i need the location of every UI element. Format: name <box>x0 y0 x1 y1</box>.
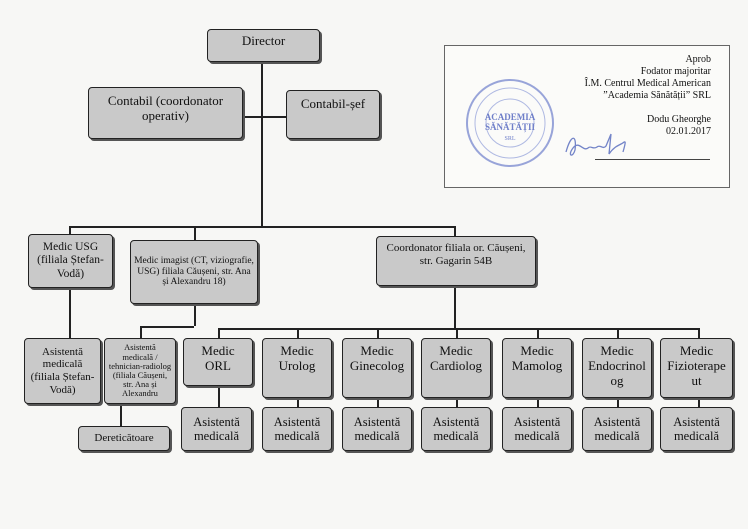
medic-orl-label: Medic ORL <box>201 343 235 373</box>
approval-line-date: 02.01.2017 <box>666 126 711 137</box>
asistenta-urolog-label: Asistentă medicală <box>273 414 321 443</box>
asistenta-mamolog-box: Asistentă medicală <box>502 407 572 451</box>
seal-text-sanatatii: SĂNĂTĂȚII <box>485 122 536 133</box>
asistenta-cardiolog-label: Asistentă medicală <box>432 414 480 443</box>
medic-cardiolog-label: Medic Cardiolog <box>430 343 482 373</box>
connector-orl-asist <box>218 386 220 407</box>
connector-doctors-horizontal <box>218 328 698 330</box>
contabil-coordonator-box: Contabil (coordonator operativ) <box>88 87 243 139</box>
approval-line-fondator: Fodator majoritar <box>640 66 711 77</box>
asistenta-stefan-voda-label: Asistentă medicală (filiala Ștefan-Vodă) <box>30 345 95 396</box>
medic-urolog-box: Medic Urolog <box>262 338 332 398</box>
connector-doc-urolog <box>297 328 299 338</box>
connector-usg-asist <box>69 288 71 338</box>
asistenta-orl-label: Asistentă medicală <box>193 414 240 443</box>
asistenta-radiolog-label: Asistentă medicală / tehnician-radiolog … <box>108 342 172 399</box>
connector-ginecolog-asist <box>377 398 379 407</box>
connector-director-contabil <box>242 116 286 118</box>
medic-usg-label: Medic USG (filiala Ștefan-Vodă) <box>37 241 104 280</box>
connector-doc-orl <box>218 328 220 338</box>
medic-endocrinolog-box: Medic Endocrinol og <box>582 338 652 398</box>
medic-mamolog-box: Medic Mamolog <box>502 338 572 398</box>
asistenta-orl-box: Asistentă medicală <box>181 407 252 451</box>
medic-endocrinolog-label: Medic Endocrinol og <box>588 343 646 388</box>
asistenta-radiolog-box: Asistentă medicală / tehnician-radiolog … <box>104 338 176 404</box>
approval-line-name: Dodu Gheorghe <box>647 114 711 125</box>
asistenta-ginecolog-box: Asistentă medicală <box>342 407 412 451</box>
signature-line <box>595 159 710 160</box>
seal-text-academia: ACADEMIA <box>485 112 536 122</box>
dereticatoare-box: Dereticătoare <box>78 426 170 451</box>
medic-ginecolog-label: Medic Ginecolog <box>349 343 405 373</box>
connector-doc-endocrinolog <box>617 328 619 338</box>
contabil-sef-label: Contabil-șef <box>300 96 366 111</box>
contabil-sef-box: Contabil-șef <box>286 90 380 139</box>
connector-doc-ginecolog <box>377 328 379 338</box>
asistenta-ginecolog-label: Asistentă medicală <box>353 414 401 443</box>
asistenta-fizioterapeut-box: Asistentă medicală <box>660 407 733 451</box>
asistenta-fizioterapeut-label: Asistentă medicală <box>673 414 720 443</box>
connector-main-horizontal <box>69 226 454 228</box>
connector-imagist-asist-v <box>140 326 142 338</box>
director-label: Director <box>241 33 286 48</box>
connector-imagist-asist <box>194 304 196 326</box>
contabil-coordonator-label: Contabil (coordonator operativ) <box>107 93 224 123</box>
connector-to-usg <box>69 226 71 234</box>
approval-line-institutie: Î.M. Centrul Medical American <box>584 78 711 89</box>
official-seal-icon: ACADEMIA SĂNĂTĂȚII SRL <box>466 79 554 167</box>
coordonator-box: Coordonator filiala or. Căușeni, str. Ga… <box>376 236 536 286</box>
connector-doc-cardiolog <box>456 328 458 338</box>
medic-ginecolog-box: Medic Ginecolog <box>342 338 412 398</box>
director-box: Director <box>207 29 320 62</box>
approval-block: Aprob Fodator majoritar Î.M. Centrul Med… <box>444 45 730 188</box>
dereticatoare-label: Dereticătoare <box>94 432 154 445</box>
connector-endocrinolog-asist <box>617 398 619 407</box>
connector-fizioterapeut-asist <box>698 398 700 407</box>
connector-radiolog-dereticatoare <box>120 404 122 426</box>
approval-line-spacer <box>585 102 711 114</box>
medic-imagist-label: Medic imagist (CT, viziografie, USG) fil… <box>134 255 254 288</box>
connector-to-imagist <box>194 226 196 240</box>
connector-cardiolog-asist <box>456 398 458 407</box>
coordonator-label: Coordonator filiala or. Căușeni, str. Ga… <box>386 242 526 267</box>
medic-fizioterapeut-box: Medic Fizioterape ut <box>660 338 733 398</box>
medic-cardiolog-box: Medic Cardiolog <box>421 338 491 398</box>
approval-line-aprob: Aprob <box>685 54 711 65</box>
asistenta-stefan-voda-box: Asistentă medicală (filiala Ștefan-Vodă) <box>24 338 101 404</box>
connector-doc-mamolog <box>537 328 539 338</box>
medic-imagist-box: Medic imagist (CT, viziografie, USG) fil… <box>130 240 258 304</box>
connector-director-down <box>261 62 263 227</box>
signature-icon <box>565 133 626 156</box>
connector-to-coordonator <box>454 226 456 236</box>
connector-mamolog-asist <box>537 398 539 407</box>
medic-urolog-label: Medic Urolog <box>278 343 316 373</box>
approval-line-academia: ”Academia Sănătății” SRL <box>603 90 711 101</box>
medic-fizioterapeut-label: Medic Fizioterape ut <box>667 343 726 388</box>
connector-urolog-asist <box>297 398 299 407</box>
connector-coord-down <box>454 286 456 329</box>
asistenta-mamolog-label: Asistentă medicală <box>513 414 561 443</box>
asistenta-urolog-box: Asistentă medicală <box>262 407 332 451</box>
asistenta-endocrinolog-label: Asistentă medicală <box>593 414 641 443</box>
approval-text: Aprob Fodator majoritar Î.M. Centrul Med… <box>585 54 711 138</box>
asistenta-cardiolog-box: Asistentă medicală <box>421 407 491 451</box>
medic-mamolog-label: Medic Mamolog <box>511 343 563 373</box>
seal-text-srl: SRL <box>504 136 515 142</box>
connector-doc-fizioterapeut <box>698 328 700 338</box>
asistenta-endocrinolog-box: Asistentă medicală <box>582 407 652 451</box>
medic-orl-box: Medic ORL <box>183 338 253 386</box>
connector-imagist-asist-h <box>140 326 194 328</box>
medic-usg-box: Medic USG (filiala Ștefan-Vodă) <box>28 234 113 288</box>
